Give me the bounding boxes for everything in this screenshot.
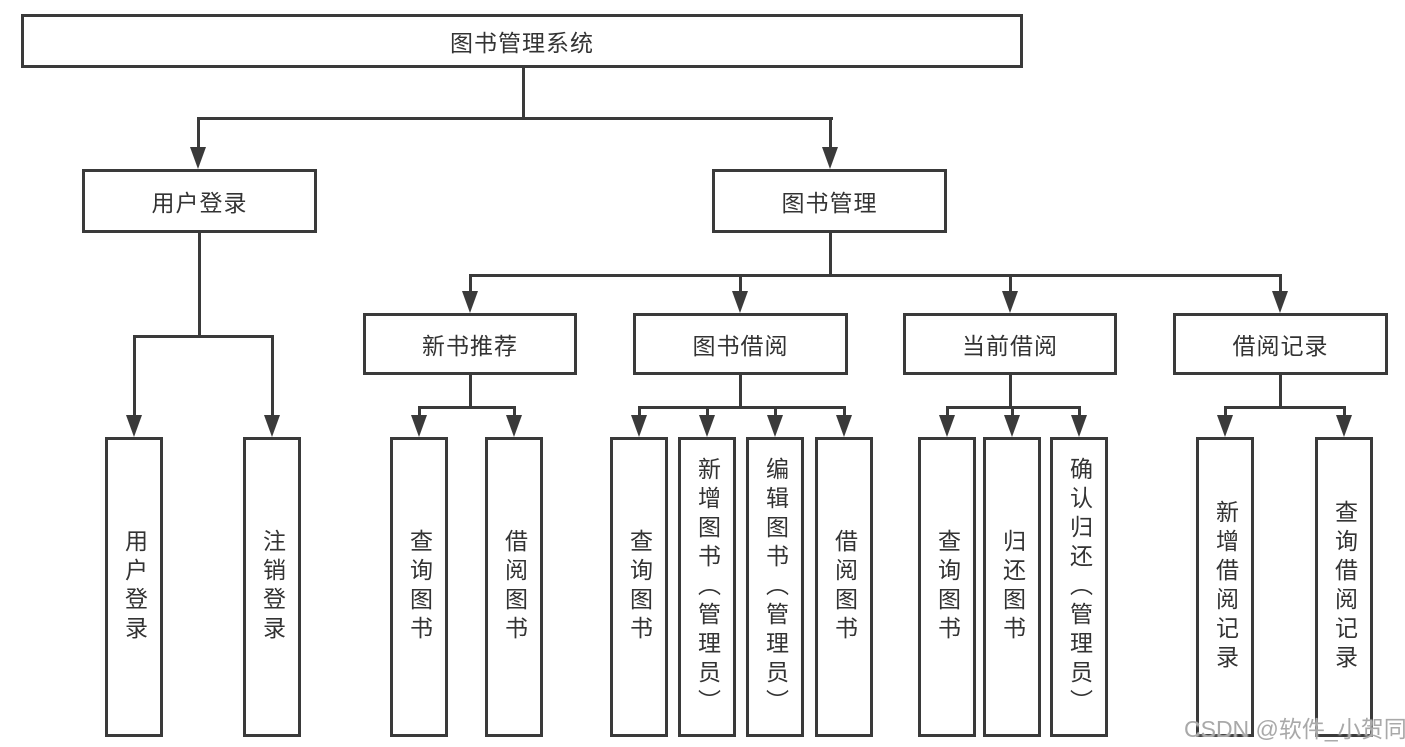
leaf-label: 查询图书 <box>626 529 653 645</box>
arrow-down-icon <box>699 415 715 437</box>
arrow-down-icon <box>939 415 955 437</box>
leaf-label: 借阅图书 <box>831 529 858 645</box>
connector-line <box>1224 406 1227 417</box>
connector-line <box>1279 375 1282 407</box>
connector-line <box>829 117 832 150</box>
connector-line <box>133 335 273 338</box>
csdn-watermark: CSDN @软件_小贺同学 <box>1184 716 1405 742</box>
connector-line <box>739 375 742 407</box>
leaf-label: 归还图书 <box>999 529 1026 645</box>
node-library-management-system: 图书管理系统 <box>21 14 1023 68</box>
leaf-label: 编辑图书（管理员） <box>762 456 789 718</box>
leaf-label: 新增图书（管理员） <box>694 456 721 718</box>
leaf-borrow-books-borrowing: 借阅图书 <box>815 437 873 737</box>
arrow-down-icon <box>767 415 783 437</box>
leaf-confirm-return-admin: 确认归还（管理员） <box>1050 437 1108 737</box>
connector-line <box>1224 406 1345 409</box>
arrow-down-icon <box>1071 415 1087 437</box>
node-new-book-recommendation: 新书推荐 <box>363 313 577 375</box>
connector-line <box>271 335 274 417</box>
connector-line <box>469 274 472 293</box>
connector-line <box>829 233 832 276</box>
node-book-management: 图书管理 <box>712 169 947 233</box>
leaf-label: 注销登录 <box>259 529 286 645</box>
arrow-down-icon <box>190 147 206 169</box>
leaf-query-books-borrowing: 查询图书 <box>610 437 668 737</box>
arrow-down-icon <box>1336 415 1352 437</box>
arrow-down-icon <box>822 147 838 169</box>
connector-line <box>843 406 846 417</box>
connector-line <box>469 274 1282 277</box>
connector-line <box>1009 274 1012 293</box>
connector-line <box>774 406 777 417</box>
leaf-add-borrow-record: 新增借阅记录 <box>1196 437 1254 737</box>
leaf-add-book-admin: 新增图书（管理员） <box>678 437 736 737</box>
node-user-login: 用户登录 <box>82 169 317 233</box>
arrow-down-icon <box>462 291 478 313</box>
node-borrowing-records: 借阅记录 <box>1173 313 1388 375</box>
arrow-down-icon <box>1217 415 1233 437</box>
connector-line <box>418 406 421 417</box>
leaf-label: 查询图书 <box>406 529 433 645</box>
leaf-edit-book-admin: 编辑图书（管理员） <box>746 437 804 737</box>
arrow-down-icon <box>411 415 427 437</box>
leaf-label: 查询图书 <box>934 529 961 645</box>
arrow-down-icon <box>1002 291 1018 313</box>
connector-line <box>1343 406 1346 417</box>
connector-line <box>522 68 525 118</box>
connector-line <box>198 233 201 336</box>
connector-line <box>133 335 136 417</box>
node-book-borrowing: 图书借阅 <box>633 313 848 375</box>
leaf-label: 新增借阅记录 <box>1212 500 1239 674</box>
connector-line <box>946 406 949 417</box>
connector-line <box>706 406 709 417</box>
leaf-user-login: 用户登录 <box>105 437 163 737</box>
leaf-logout: 注销登录 <box>243 437 301 737</box>
node-current-borrowing: 当前借阅 <box>903 313 1117 375</box>
arrow-down-icon <box>732 291 748 313</box>
arrow-down-icon <box>631 415 647 437</box>
connector-line <box>197 117 200 150</box>
connector-line <box>197 117 833 120</box>
connector-line <box>513 406 516 417</box>
leaf-label: 用户登录 <box>121 529 148 645</box>
leaf-query-borrow-record: 查询借阅记录 <box>1315 437 1373 737</box>
connector-line <box>469 375 472 407</box>
arrow-down-icon <box>506 415 522 437</box>
leaf-label: 查询借阅记录 <box>1331 500 1358 674</box>
arrow-down-icon <box>836 415 852 437</box>
connector-line <box>418 406 516 409</box>
leaf-label: 借阅图书 <box>501 529 528 645</box>
connector-line <box>638 406 845 409</box>
connector-line <box>1009 375 1012 407</box>
connector-line <box>1078 406 1081 417</box>
connector-line <box>1011 406 1014 417</box>
connector-line <box>638 406 641 417</box>
arrow-down-icon <box>264 415 280 437</box>
arrow-down-icon <box>1004 415 1020 437</box>
leaf-return-books: 归还图书 <box>983 437 1041 737</box>
leaf-query-books-current: 查询图书 <box>918 437 976 737</box>
leaf-query-books-recommend: 查询图书 <box>390 437 448 737</box>
leaf-borrow-books-recommend: 借阅图书 <box>485 437 543 737</box>
connector-line <box>739 274 742 293</box>
connector-line <box>1279 274 1282 293</box>
arrow-down-icon <box>1272 291 1288 313</box>
arrow-down-icon <box>126 415 142 437</box>
leaf-label: 确认归还（管理员） <box>1066 456 1093 718</box>
